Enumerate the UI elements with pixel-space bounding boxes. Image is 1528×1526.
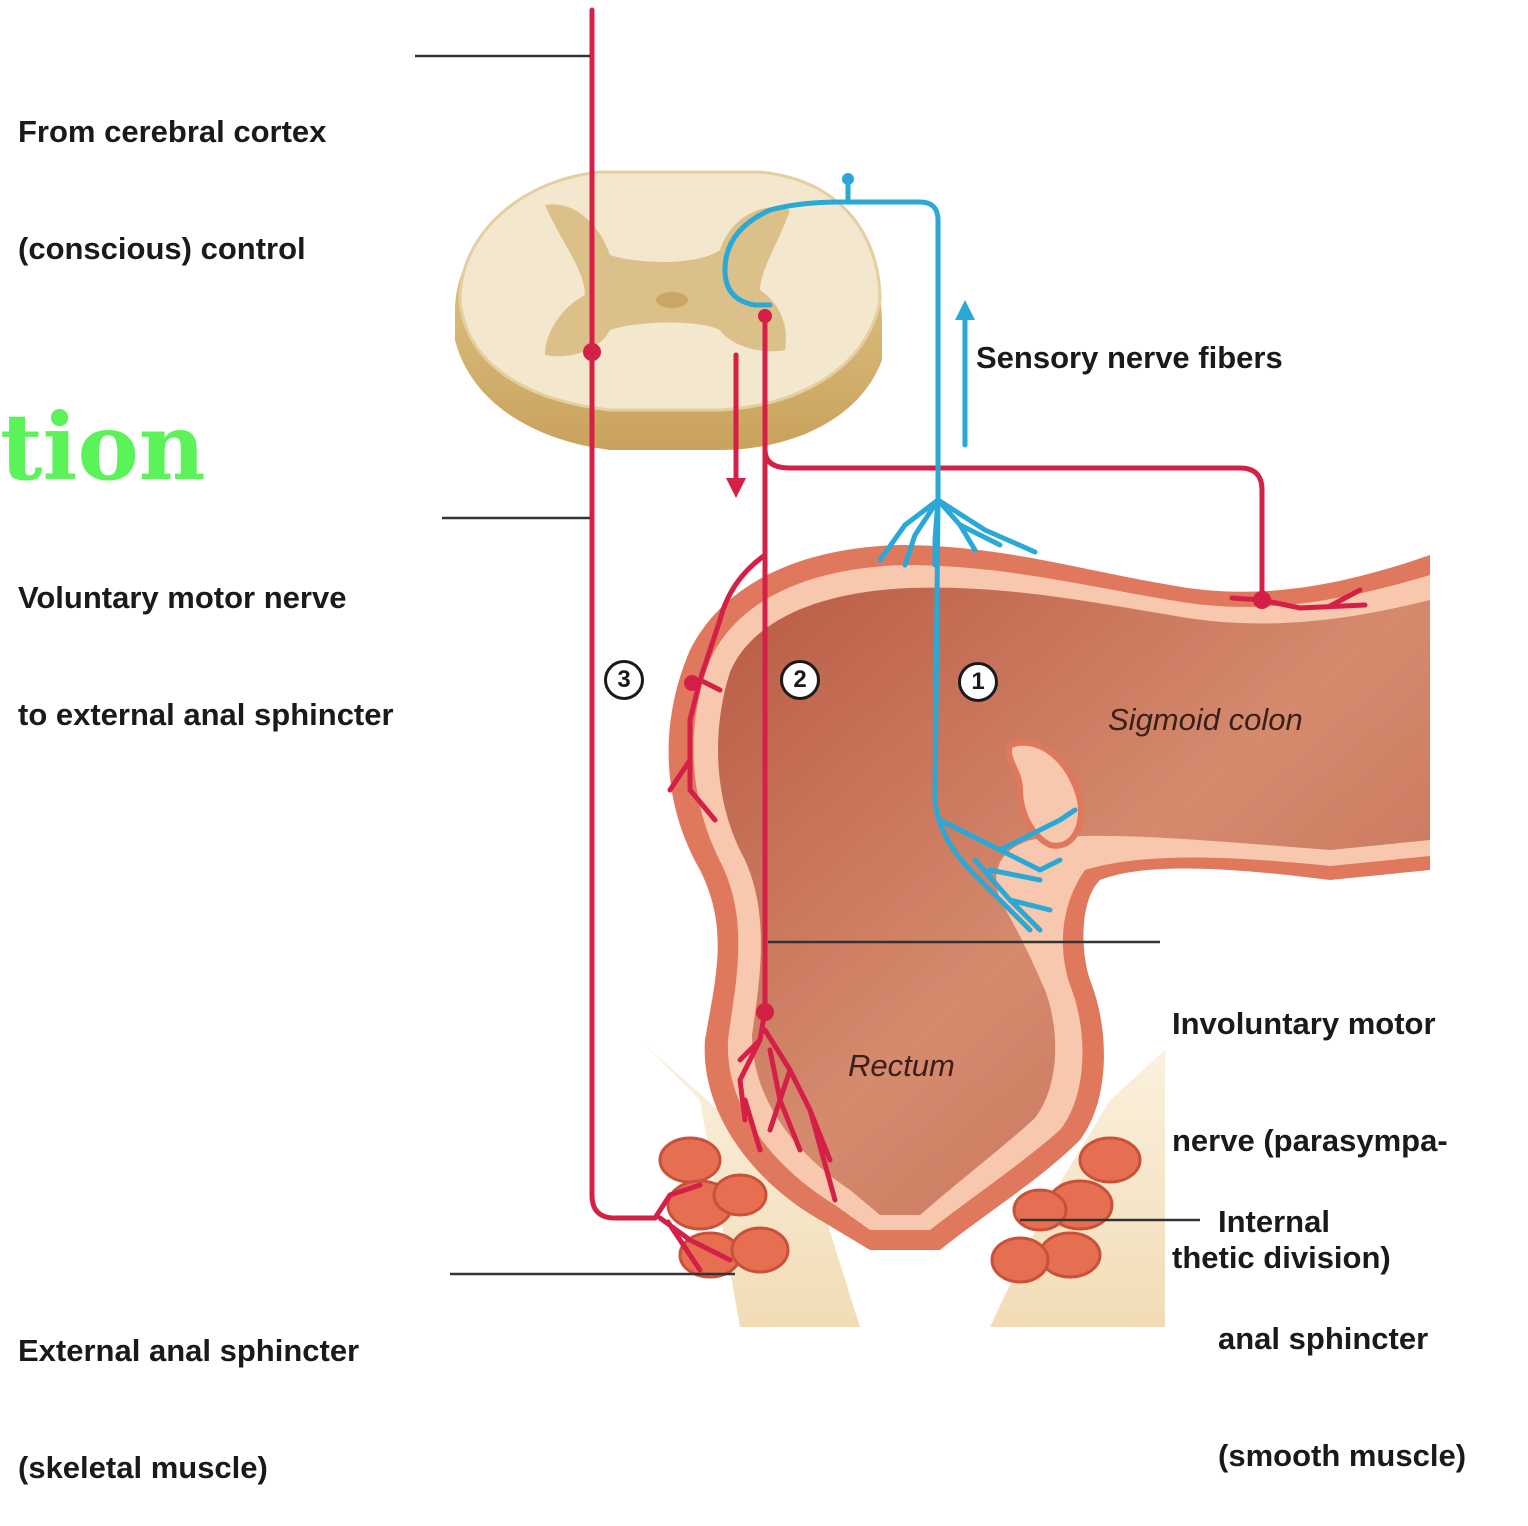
external-label-line1: External anal sphincter bbox=[18, 1331, 359, 1370]
internal-label-line1: Internal bbox=[1218, 1202, 1466, 1241]
voluntary-nerve-label: Voluntary motor nerve to external anal s… bbox=[18, 500, 394, 773]
rectum-label: Rectum bbox=[848, 1048, 955, 1084]
spinal-cord-section bbox=[455, 172, 882, 450]
sigmoid-colon-label: Sigmoid colon bbox=[1108, 702, 1303, 738]
external-label-line2: (skeletal muscle) bbox=[18, 1448, 359, 1487]
sensory-fibers-label: Sensory nerve fibers bbox=[976, 338, 1283, 377]
internal-label-line3: (smooth muscle) bbox=[1218, 1436, 1466, 1475]
step-1-marker: 1 bbox=[958, 662, 998, 702]
cortex-label-line2: (conscious) control bbox=[18, 229, 326, 268]
cortex-label-line1: From cerebral cortex bbox=[18, 112, 326, 151]
involuntary-label-line1: Involuntary motor bbox=[1172, 1004, 1448, 1043]
step-2-marker: 2 bbox=[780, 660, 820, 700]
internal-sphincter-label: Internal anal sphincter (smooth muscle) bbox=[1218, 1124, 1466, 1514]
external-sphincter-label: External anal sphincter (skeletal muscle… bbox=[18, 1253, 359, 1526]
voluntary-label-line1: Voluntary motor nerve bbox=[18, 578, 394, 617]
overlay-text: tion bbox=[0, 392, 206, 502]
step-3-marker: 3 bbox=[604, 660, 644, 700]
cortex-label: From cerebral cortex (conscious) control bbox=[18, 34, 326, 307]
internal-label-line2: anal sphincter bbox=[1218, 1319, 1466, 1358]
voluntary-label-line2: to external anal sphincter bbox=[18, 695, 394, 734]
